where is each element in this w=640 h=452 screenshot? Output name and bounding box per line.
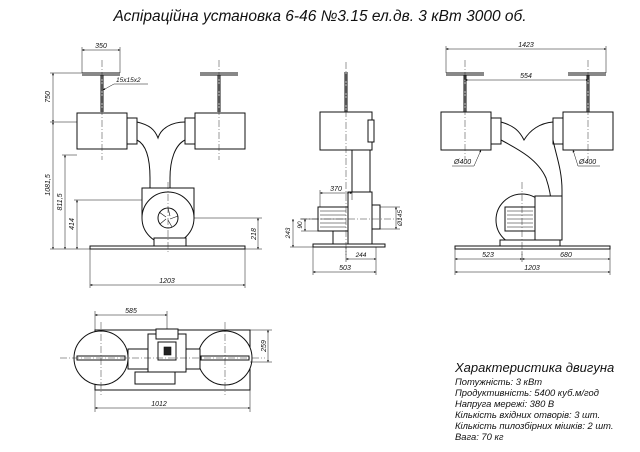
front-fan-stand <box>153 237 187 247</box>
dim-top-width: 350 <box>81 43 121 73</box>
right-y-branch-back <box>552 139 563 215</box>
dim-top-base-width: 1012 <box>94 390 251 412</box>
spec-power: Потужність: 3 кВт <box>455 376 543 387</box>
dim-text-w1: 244 <box>355 252 367 259</box>
dim-w1: 244 <box>345 247 377 262</box>
motor-specs: Характеристика двигуна Потужність: 3 кВт… <box>455 359 637 442</box>
dim-diameter: Ø145 <box>380 206 404 230</box>
dim-weld: 15x15x2 <box>102 77 148 91</box>
dim-spacing: 554 <box>464 73 589 81</box>
right-left-collar <box>490 117 502 145</box>
dim-text-w2: 503 <box>339 265 351 272</box>
front-y-branch-top <box>136 121 186 140</box>
dim-right-diameter: Ø400 <box>572 149 600 167</box>
dim-text-h1: 90 <box>297 221 304 229</box>
right-y-branch-top <box>500 121 554 142</box>
dim-h2: 243 <box>285 218 313 248</box>
top-fan-outlet <box>134 371 176 385</box>
dim-text-top-width: 350 <box>95 43 107 50</box>
dim-text-base-width: 1203 <box>159 278 175 285</box>
front-base-plate <box>89 245 246 250</box>
front-impeller-blades <box>158 207 179 228</box>
right-right-filter <box>562 111 614 151</box>
right-right-cap <box>568 72 606 112</box>
front-right-collar <box>184 117 196 145</box>
dim-base-width: 1203 <box>89 249 246 288</box>
dim-text-weld: 15x15x2 <box>116 77 141 84</box>
drawing-title: Аспіраційна установка 6-46 №3.15 ел.дв. … <box>113 8 527 25</box>
spec-weight: Вага: 70 кг <box>455 430 504 442</box>
dim-text-top-base-width: 1012 <box>151 401 167 408</box>
dim-text-left-part: 523 <box>482 252 494 259</box>
right-right-collar <box>552 117 564 145</box>
front-left-filter <box>76 112 128 150</box>
top-terminal-box <box>163 346 172 356</box>
dim-text-height-upper: 750 <box>45 91 52 103</box>
dim-depth: 259 <box>250 329 272 363</box>
right-fan-stand <box>499 239 561 247</box>
dim-height-base: 218 <box>194 217 262 250</box>
right-view: 1423 554 Ø400 Ø400 523 680 <box>440 42 614 275</box>
dim-text-height-fan: 414 <box>69 218 76 230</box>
dim-text-right-diameter: Ø400 <box>578 159 596 166</box>
dim-text-left-diameter: Ø400 <box>453 159 471 166</box>
dim-left-part: 523 <box>454 249 523 275</box>
dim-text-h2: 243 <box>285 227 292 239</box>
spec-voltage: Напруга мережі: 380 В <box>455 397 555 409</box>
front-y-branch-left <box>136 139 151 188</box>
dim-text-right-part: 680 <box>560 252 572 259</box>
dim-text-right-base-width: 1203 <box>524 265 540 272</box>
dim-text-diameter: Ø145 <box>397 210 404 227</box>
dim-text-depth: 259 <box>261 340 268 353</box>
dim-h1: 90 <box>297 218 318 232</box>
dim-text-left-width: 585 <box>125 308 137 315</box>
front-left-cap <box>82 72 120 112</box>
dim-text-spacing: 554 <box>520 73 532 80</box>
dim-height-inlet: 811,5 <box>57 154 77 250</box>
dim-text-offset: 370 <box>330 186 342 193</box>
spec-bags: Кількість пилозбірних мішків: 2 шт. <box>455 419 614 431</box>
dim-text-total-width: 1423 <box>518 42 534 49</box>
top-view: 585 259 1012 <box>60 308 272 412</box>
dim-offset: 370 <box>319 186 353 207</box>
side-duct <box>351 149 371 193</box>
side-fan-housing <box>347 191 373 245</box>
specs-header: Характеристика двигуна <box>455 360 615 375</box>
dim-left-diameter: Ø400 <box>452 149 482 167</box>
spec-capacity: Продуктивність: 5400 куб.м/год <box>455 386 599 398</box>
dim-height-upper: 750 <box>45 72 82 123</box>
front-view: 350 15x15x2 750 1081,5 811,5 414 <box>45 43 262 288</box>
spec-inlets: Кількість вхідних отворів: 3 шт. <box>455 408 601 420</box>
side-base-plate <box>312 243 386 248</box>
top-motor-end <box>155 328 179 340</box>
dim-left-width: 585 <box>94 308 168 330</box>
front-right-filter <box>194 112 246 150</box>
dim-height-fan: 414 <box>69 199 142 250</box>
side-view: 370 90 243 Ø145 244 50 <box>285 62 404 275</box>
right-motor-fins <box>507 210 533 228</box>
dim-right-base-width: 1203 <box>454 265 611 273</box>
dim-text-height-total: 1081,5 <box>45 174 52 196</box>
front-left-collar <box>126 117 138 145</box>
dim-height-total: 1081,5 <box>45 121 90 250</box>
dim-w2: 503 <box>312 247 377 275</box>
right-left-filter <box>440 111 492 151</box>
right-fan-side <box>534 195 563 241</box>
dim-total-width: 1423 <box>445 42 607 73</box>
right-base-plate <box>454 245 611 250</box>
dim-text-height-base: 218 <box>251 228 258 241</box>
side-inlet-flange <box>371 204 381 230</box>
side-filter-collar <box>367 119 375 143</box>
dim-right-part: 680 <box>521 249 611 275</box>
front-y-branch-right <box>169 139 186 188</box>
dim-text-height-inlet: 811,5 <box>57 193 64 210</box>
